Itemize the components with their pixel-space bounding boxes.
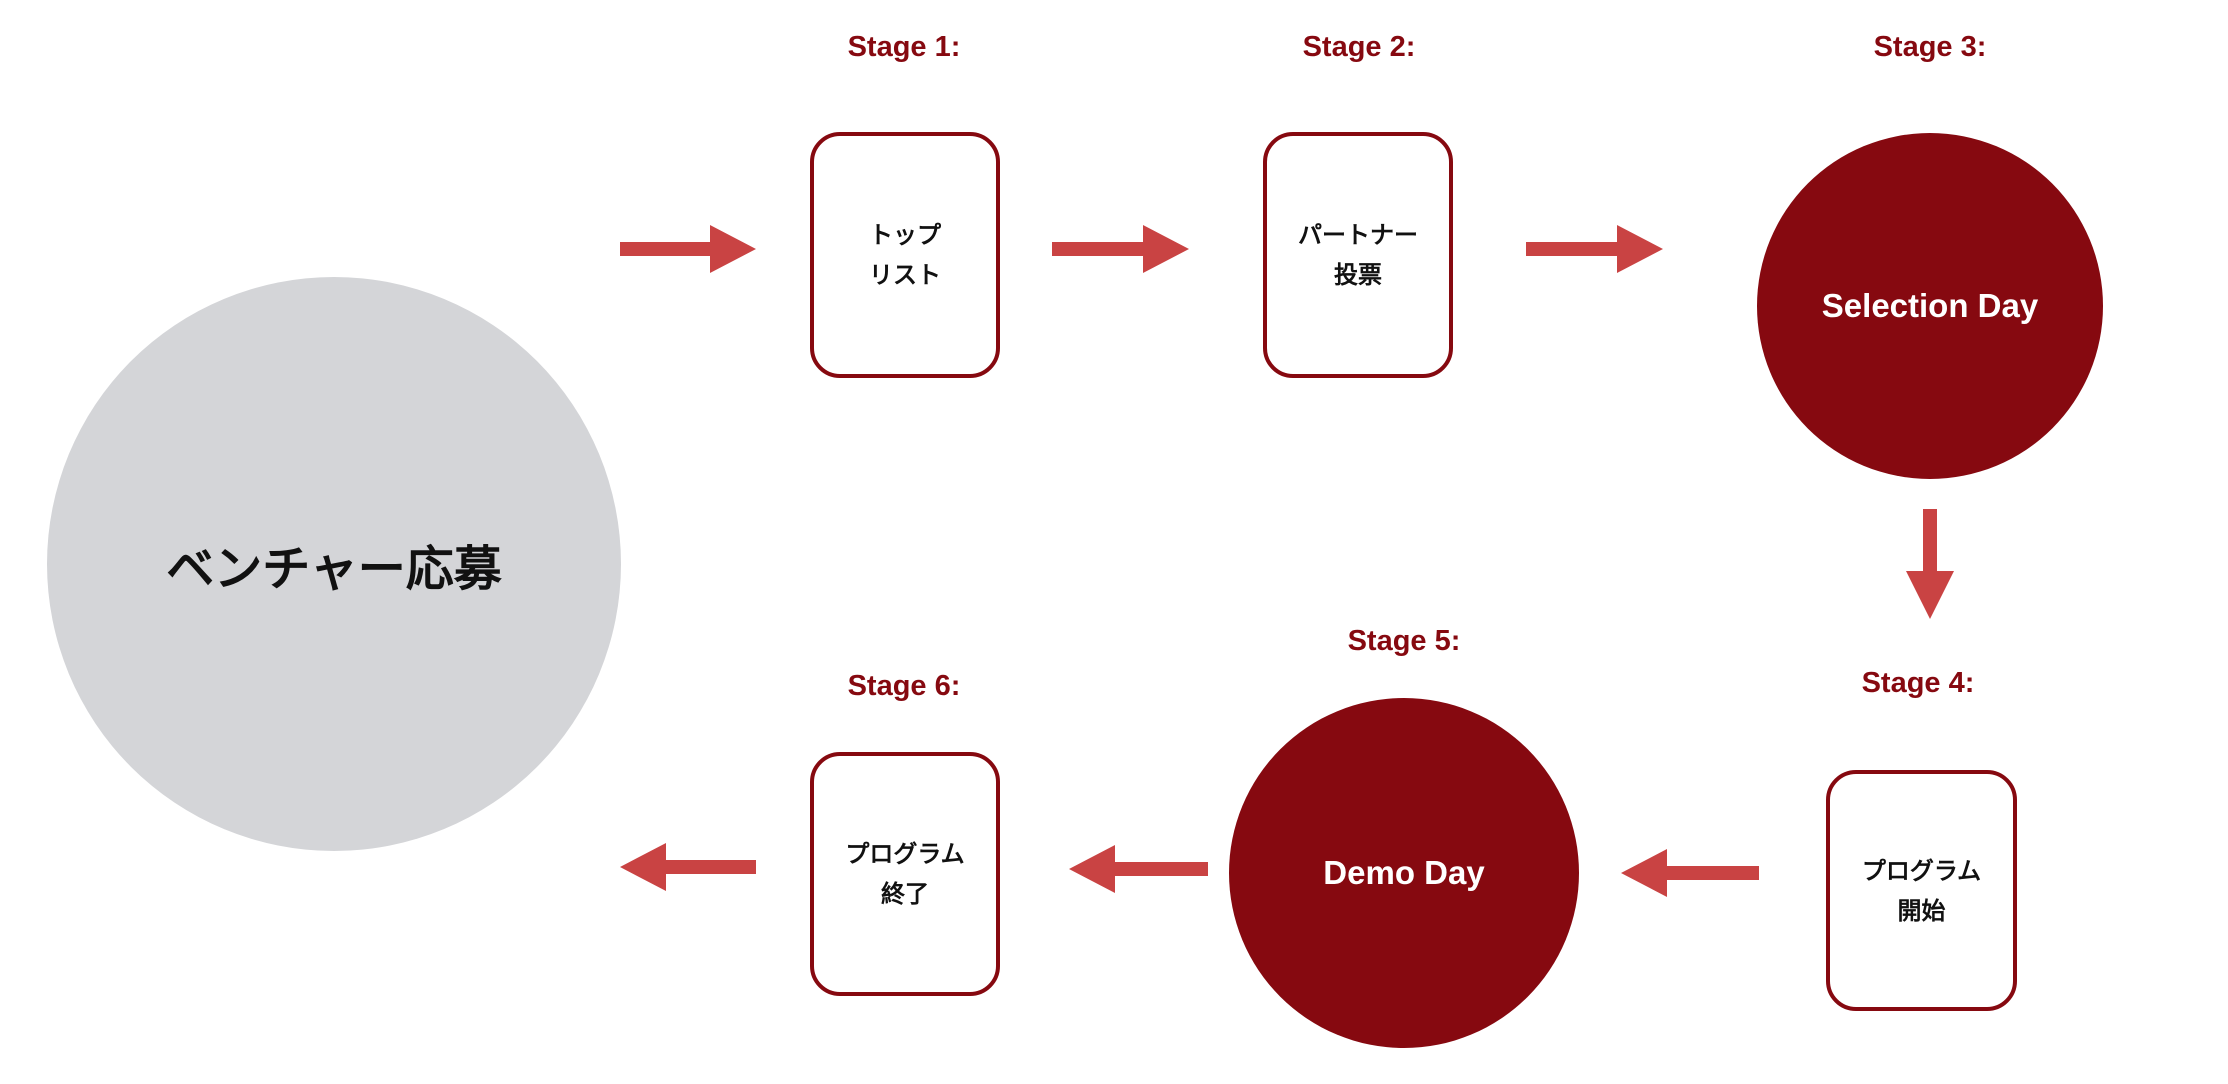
stage-2-node: パートナー 投票 bbox=[1263, 132, 1453, 378]
stage-1-title: Stage 1: bbox=[847, 31, 961, 63]
stage-3-text: Selection Day bbox=[1821, 287, 2039, 324]
start-node-venture-application: ベンチャー応募 bbox=[47, 277, 621, 851]
stage-4-node: プログラム 開始 bbox=[1826, 770, 2017, 1011]
stage-3-title: Stage 3: bbox=[1873, 31, 1987, 63]
stage-2-title: Stage 2: bbox=[1302, 31, 1416, 63]
arrow-down-icon bbox=[1906, 509, 1954, 619]
stage-2-text: パートナー 投票 bbox=[1298, 221, 1418, 289]
arrow-right-icon bbox=[1526, 225, 1663, 273]
stage-5-text: Demo Day bbox=[1323, 854, 1485, 891]
stage-1-node: トップ リスト bbox=[810, 132, 1000, 378]
arrow-left-icon bbox=[1069, 845, 1208, 893]
stage-3-node: Selection Day bbox=[1757, 133, 2103, 479]
stage-6-title: Stage 6: bbox=[847, 670, 961, 702]
stage-1-text: トップ リスト bbox=[869, 221, 941, 289]
arrow-right-icon bbox=[1052, 225, 1189, 273]
stage-5-title: Stage 5: bbox=[1347, 625, 1461, 657]
arrow-right-icon bbox=[620, 225, 756, 273]
arrow-left-icon bbox=[1621, 849, 1759, 897]
arrow-left-icon bbox=[620, 843, 756, 891]
start-node-label: ベンチャー応募 bbox=[166, 541, 502, 597]
stage-6-text: プログラム 終了 bbox=[845, 840, 965, 908]
stage-4-text: プログラム 開始 bbox=[1861, 856, 1982, 925]
stage-6-node: プログラム 終了 bbox=[810, 752, 1000, 996]
stage-4-title: Stage 4: bbox=[1861, 667, 1975, 699]
stage-5-node: Demo Day bbox=[1229, 698, 1579, 1048]
